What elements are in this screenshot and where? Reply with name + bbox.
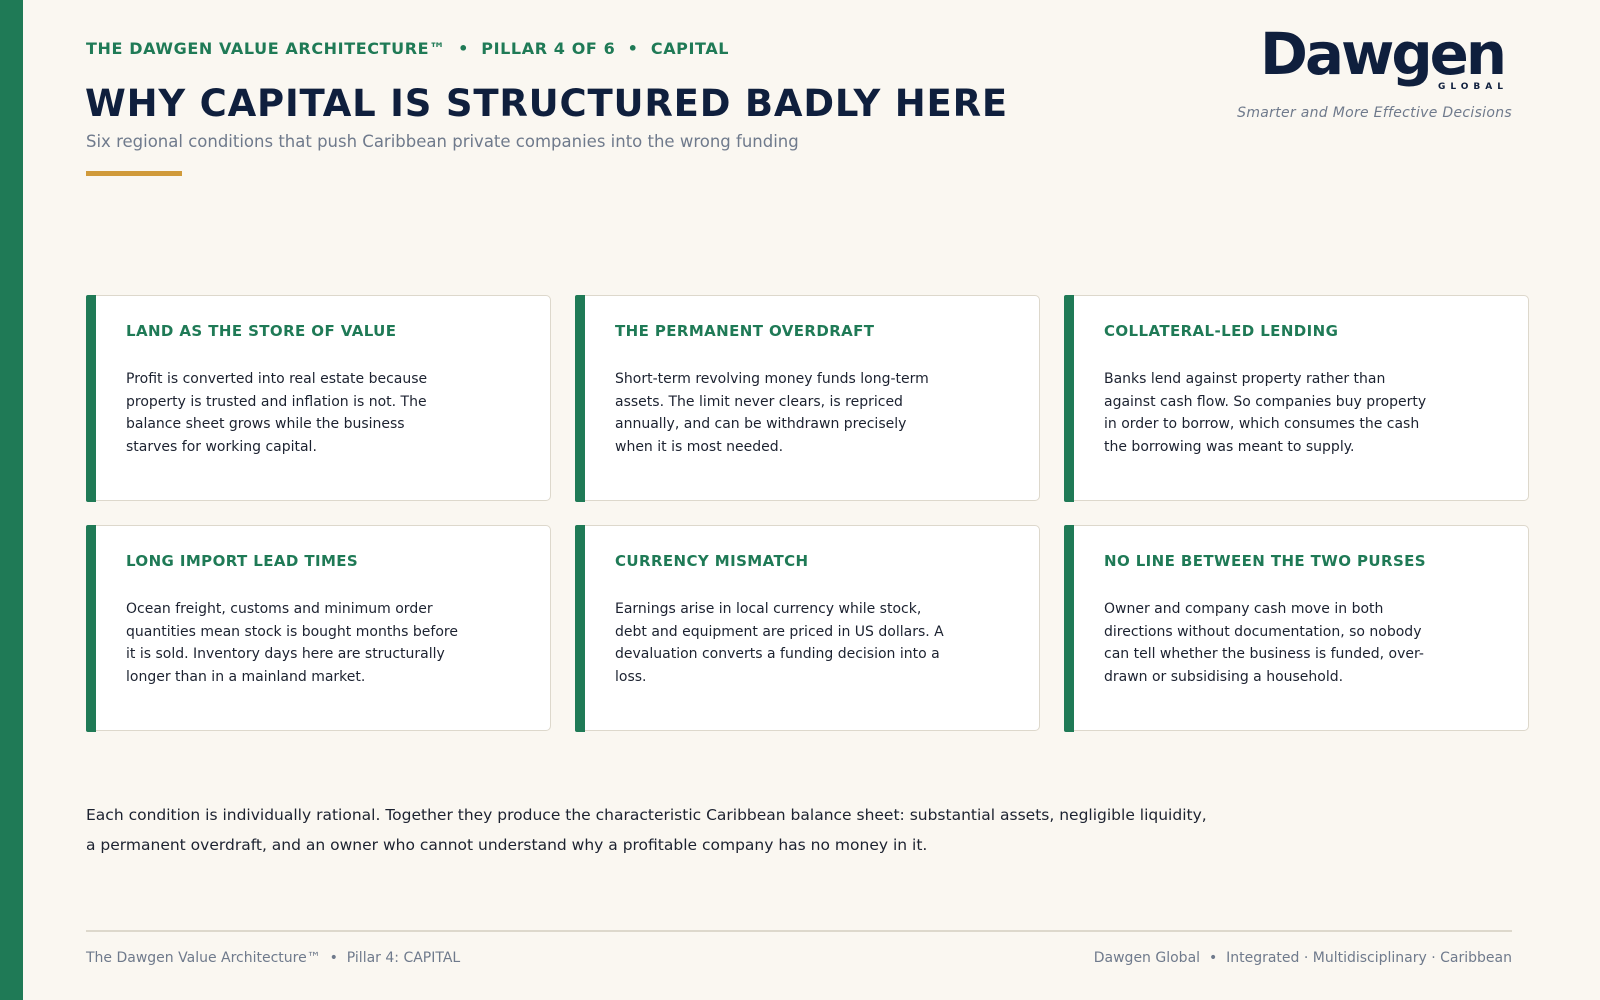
conditions-grid: LAND AS THE STORE OF VALUE Profit is con…	[85, 294, 1529, 732]
card-body: Short-term revolving money funds long-te…	[615, 371, 929, 455]
card-title: NO LINE BETWEEN THE TWO PURSES	[1104, 552, 1426, 570]
left-accent-bar	[0, 0, 23, 1000]
card-body: Profit is converted into real estate bec…	[126, 371, 428, 455]
card-body: Owner and company cash move in both dire…	[1104, 601, 1424, 685]
dawgen-global-logo: Dawgen GLOBAL	[1260, 22, 1508, 92]
logo-sub: GLOBAL	[1438, 82, 1508, 92]
summary-paragraph: Each condition is individually rational.…	[86, 806, 1207, 854]
page-title: WHY CAPITAL IS STRUCTURED BADLY HERE	[85, 82, 1008, 125]
footer-divider	[86, 930, 1512, 932]
logo-tagline: Smarter and More Effective Decisions	[1237, 105, 1512, 121]
condition-card: LAND AS THE STORE OF VALUE Profit is con…	[85, 294, 551, 502]
title-accent-rule	[86, 171, 182, 176]
footer-right-text: Dawgen Global • Integrated · Multidiscip…	[1093, 950, 1512, 966]
card-title: CURRENCY MISMATCH	[615, 552, 809, 570]
card-body: Earnings arise in local currency while s…	[615, 601, 944, 685]
logo-wordmark: Dawgen	[1260, 22, 1504, 88]
card-body: Ocean freight, customs and minimum order…	[126, 601, 458, 685]
page-subtitle: Six regional conditions that push Caribb…	[86, 132, 799, 151]
condition-card: LONG IMPORT LEAD TIMES Ocean freight, cu…	[85, 524, 551, 732]
condition-card: NO LINE BETWEEN THE TWO PURSES Owner and…	[1063, 524, 1529, 732]
card-title: LAND AS THE STORE OF VALUE	[126, 322, 397, 340]
card-body: Banks lend against property rather than …	[1104, 371, 1427, 455]
footer-left-text: The Dawgen Value Architecture™ • Pillar …	[86, 950, 461, 966]
eyebrow-label: THE DAWGEN VALUE ARCHITECTURE™ • PILLAR …	[86, 39, 730, 58]
condition-card: COLLATERAL-LED LENDING Banks lend agains…	[1063, 294, 1529, 502]
card-title: COLLATERAL-LED LENDING	[1104, 322, 1339, 340]
condition-card: CURRENCY MISMATCH Earnings arise in loca…	[574, 524, 1040, 732]
card-title: THE PERMANENT OVERDRAFT	[615, 322, 875, 340]
card-title: LONG IMPORT LEAD TIMES	[126, 552, 359, 570]
condition-card: THE PERMANENT OVERDRAFT Short-term revol…	[574, 294, 1040, 502]
